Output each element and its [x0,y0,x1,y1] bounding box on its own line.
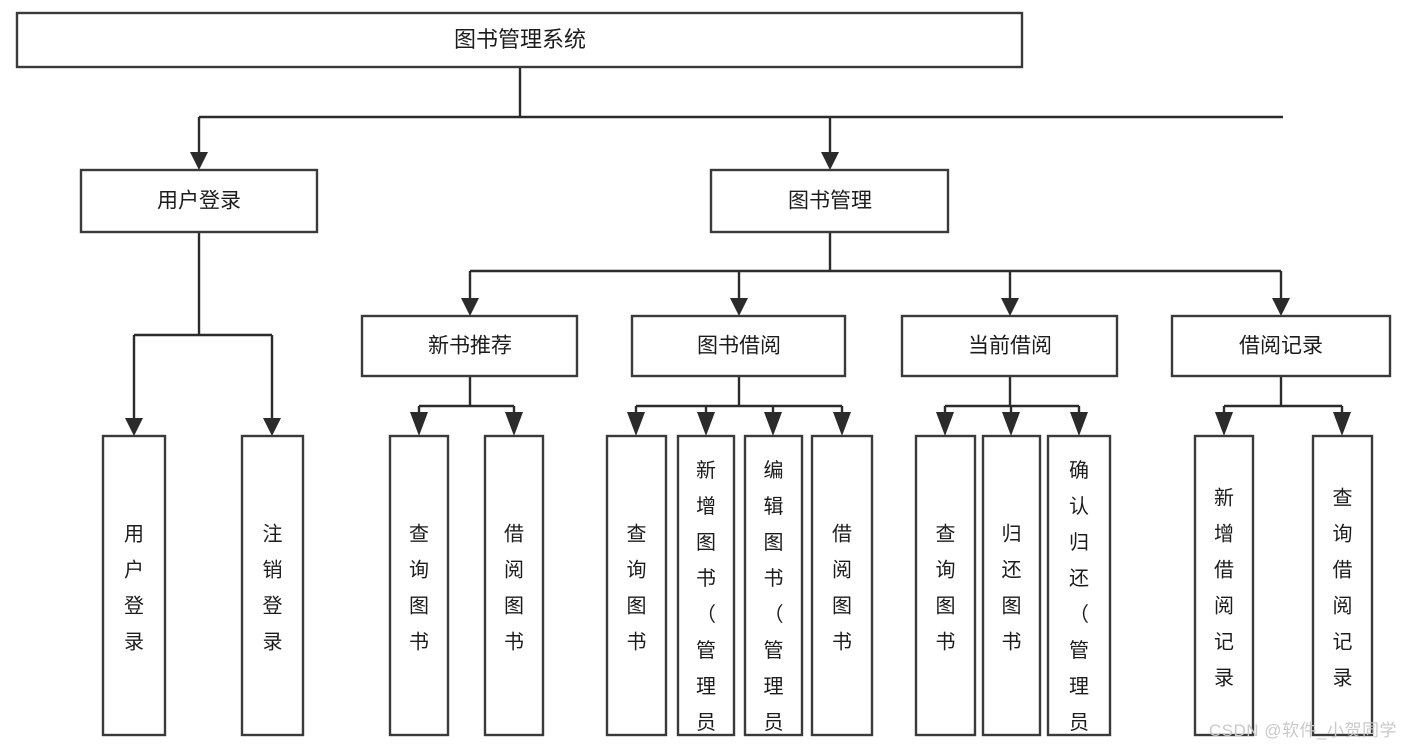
leaf-node[interactable]: 新增图书（管理员） [676,434,736,747]
leaf-node-label: 借阅图书 [504,523,524,654]
leaf-node-box[interactable] [981,434,1042,737]
node-new-book-rec-label: 新书推荐 [428,335,512,358]
arrowhead-book-manage [821,152,839,170]
leaf-node[interactable]: 用户登录 [101,434,167,737]
leaf-node-label: 编辑图书（管理员） [764,459,784,747]
node-book-borrow-box[interactable] [630,314,847,378]
leaf-node[interactable]: 查询图书 [388,434,450,737]
arrowhead-leaf-logout [263,418,281,436]
leaf-node-label: 确认归还（管理员） [1069,459,1089,747]
node-user-login-box[interactable] [79,168,319,234]
leaf-node-box[interactable] [1193,434,1255,737]
node-root-box[interactable] [15,11,1024,69]
arrowhead-leaf-return-book [1002,412,1020,436]
leaf-node[interactable]: 确认归还（管理员） [1046,434,1112,747]
arrowhead-leaf-borrow-book-b [833,412,851,436]
arrowhead-current-borrow [1001,298,1019,316]
leaf-node-box[interactable] [1046,434,1112,737]
arrowhead-leaf-edit-book [764,412,782,436]
leaf-node-box[interactable] [483,434,545,737]
node-borrow-record-label: 借阅记录 [1239,335,1323,358]
leaf-node[interactable]: 编辑图书（管理员） [743,434,804,747]
leaf-node-label: 归还图书 [1002,523,1022,654]
node-book-manage[interactable]: 图书管理 [709,168,950,234]
leaf-node-box[interactable] [743,434,804,737]
node-new-book-rec[interactable]: 新书推荐 [360,314,579,378]
arrowhead-leaf-query-book-a [410,412,428,436]
node-new-book-rec-box[interactable] [360,314,579,378]
node-book-borrow[interactable]: 图书借阅 [630,314,847,378]
leaf-node[interactable]: 借阅图书 [483,434,545,737]
arrowhead-new-book-rec [461,298,479,316]
leaf-node-box[interactable] [240,434,305,737]
leaf-node-label: 新增借阅记录 [1214,487,1234,690]
leaf-node-label: 借阅图书 [832,523,852,654]
arrowhead-leaf-query-book-b [627,412,645,436]
leaf-node[interactable]: 查询图书 [914,434,977,737]
node-user-login[interactable]: 用户登录 [79,168,319,234]
leaf-node-label: 查询借阅记录 [1333,487,1353,690]
leaf-node[interactable]: 查询图书 [605,434,668,737]
node-user-login-label: 用户登录 [157,190,241,213]
node-book-manage-label: 图书管理 [788,190,872,213]
arrowhead-user-login [190,152,208,170]
leaf-node-box[interactable] [676,434,736,737]
leaf-node-box[interactable] [914,434,977,737]
node-root-label: 图书管理系统 [454,27,586,52]
connector-layer [125,67,1351,436]
arrowhead-leaf-confirm-return [1070,412,1088,436]
arrowhead-leaf-add-record [1215,412,1233,436]
leaf-node-label: 查询图书 [409,523,429,654]
node-book-manage-box[interactable] [709,168,950,234]
arrowhead-leaf-query-book-c [936,412,954,436]
leaf-node-layer: 用户登录 注销登录 查询图书 借阅图书 查询图书 新增图书（管理员） 编辑图书（管理员） 借阅… [101,434,1374,747]
node-root[interactable]: 图书管理系统 [15,11,1024,69]
leaf-node-label: 注销登录 [263,523,283,654]
leaf-node[interactable]: 注销登录 [240,434,305,737]
leaf-node-box[interactable] [810,434,874,737]
leaf-node[interactable]: 新增借阅记录 [1193,434,1255,737]
leaf-node[interactable]: 归还图书 [981,434,1042,737]
leaf-node-label: 查询图书 [627,523,647,654]
leaf-node-label: 查询图书 [936,523,956,654]
leaf-node-box[interactable] [101,434,167,737]
arrowhead-leaf-add-book [697,412,715,436]
leaf-node[interactable]: 借阅图书 [810,434,874,737]
leaf-node-box[interactable] [605,434,668,737]
node-current-borrow-box[interactable] [900,314,1119,378]
arrowhead-leaf-user-login [125,418,143,436]
leaf-node[interactable]: 查询借阅记录 [1311,434,1374,737]
arrowhead-book-borrow [730,298,748,316]
node-borrow-record[interactable]: 借阅记录 [1170,314,1392,378]
arrowhead-borrow-record [1272,298,1290,316]
leaf-node-label: 新增图书（管理员） [696,459,716,747]
arrowhead-leaf-query-record [1333,412,1351,436]
node-current-borrow[interactable]: 当前借阅 [900,314,1119,378]
arrowhead-leaf-borrow-book-a [505,412,523,436]
node-current-borrow-label: 当前借阅 [968,335,1052,358]
node-borrow-record-box[interactable] [1170,314,1392,378]
leaf-node-label: 用户登录 [124,524,144,654]
node-book-borrow-label: 图书借阅 [697,335,781,358]
leaf-node-box[interactable] [388,434,450,737]
leaf-node-box[interactable] [1311,434,1374,737]
